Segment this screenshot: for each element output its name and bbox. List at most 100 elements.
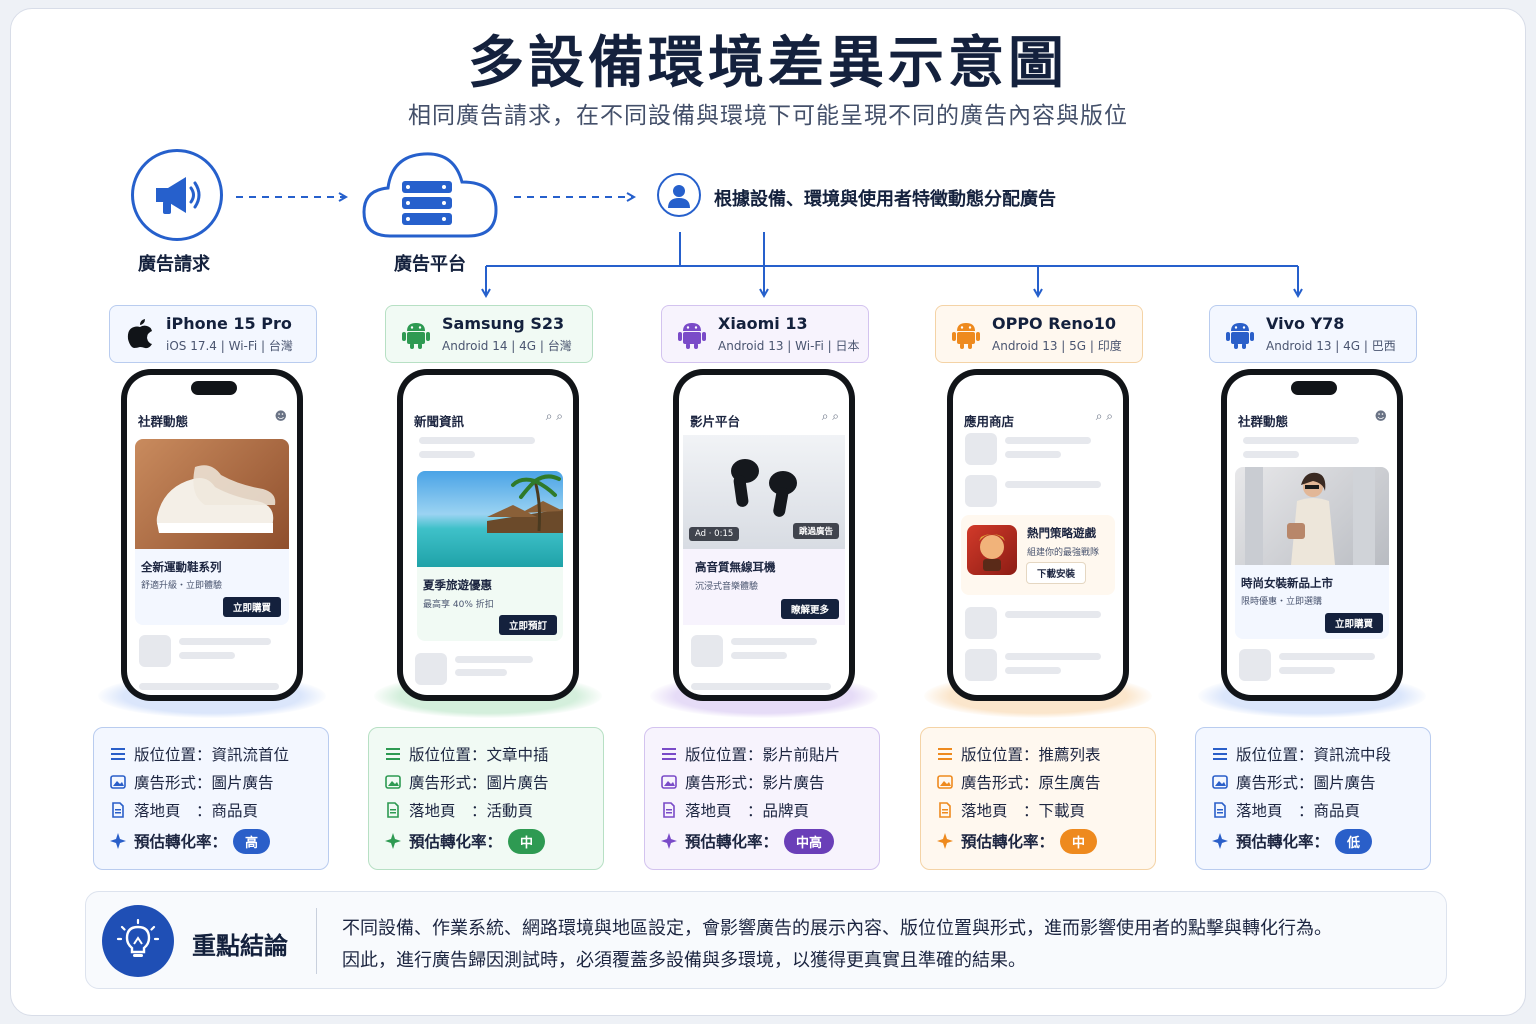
placement-value: 資訊流首位	[211, 746, 290, 764]
placement-label: 版位位置：	[685, 746, 763, 764]
cta-button[interactable]: 立即預訂	[498, 615, 557, 635]
list-icon	[662, 748, 676, 760]
device-meta: Android 14 | 4G | 台灣	[442, 339, 572, 353]
cta-button[interactable]: 下載安裝	[1027, 563, 1086, 583]
list-icon	[386, 748, 400, 760]
image-icon	[385, 775, 401, 789]
search-icon[interactable]: ⌕ ⌕	[821, 409, 839, 423]
conversion-label: 預估轉化率：	[685, 833, 779, 851]
placement-value: 文章中插	[486, 746, 549, 764]
conversion-badge: 高	[233, 828, 271, 854]
phone-oppo: 應用商店 ⌕ ⌕ 熱門策略遊戲 組建你的最強戰隊 下載安裝	[947, 369, 1129, 701]
earbuds-image: Ad · 0:15 跳過廣告	[683, 435, 845, 549]
landing-value: 活動頁	[486, 802, 534, 820]
search-icon[interactable]: ⌕ ⌕	[1095, 409, 1113, 423]
android-icon	[1222, 316, 1258, 352]
page-icon	[112, 802, 124, 818]
sparkle-icon	[385, 833, 401, 849]
placement-value: 資訊流中段	[1313, 746, 1392, 764]
format-row: 廣告形式：原生廣告	[937, 768, 1155, 796]
landing-value: 品牌頁	[762, 802, 810, 820]
conversion-row: 預估轉化率： 高	[110, 824, 328, 858]
phone-vivo: 社群動態 ☻ 時尚女裝新品上市 限時優惠・立即選購 立即購買	[1221, 369, 1403, 701]
device-name: Samsung S23	[442, 314, 565, 333]
landing-label: 落地頁 ：	[685, 802, 763, 820]
format-value: 圖片廣告	[1313, 774, 1376, 792]
placement-row: 版位位置：影片前貼片	[661, 740, 879, 768]
ad-subtitle: 最高享 40% 折扣	[423, 600, 494, 610]
profile-icon[interactable]: ☻	[274, 409, 287, 423]
conclusion-line-2: 因此，進行廣告歸因測試時，必須覆蓋多設備與多環境，以獲得更真實且準確的結果。	[342, 950, 1026, 971]
info-card-samsung: 版位位置：文章中插 廣告形式：圖片廣告 落地頁 ：活動頁 預估轉化率：中	[368, 727, 604, 870]
user-icon	[657, 173, 701, 217]
beach-image	[417, 471, 563, 567]
landing-label: 落地頁 ：	[134, 802, 212, 820]
conversion-badge: 中	[1060, 828, 1098, 854]
ad-unit[interactable]: 熱門策略遊戲 組建你的最強戰隊 下載安裝	[961, 515, 1115, 595]
format-row: 廣告形式：圖片廣告	[1212, 768, 1430, 796]
device-card-oppo: OPPO Reno10 Android 13 | 5G | 印度	[935, 305, 1143, 363]
image-icon	[937, 775, 953, 789]
format-label: 廣告形式：	[409, 774, 487, 792]
conversion-badge: 中高	[784, 828, 835, 854]
device-meta: Android 13 | 5G | 印度	[992, 339, 1122, 353]
format-row: 廣告形式：影片廣告	[661, 768, 879, 796]
conversion-label: 預估轉化率：	[1236, 833, 1330, 851]
ad-subtitle: 舒適升級・立即體驗	[141, 581, 223, 591]
device-card-iphone: iPhone 15 Pro iOS 17.4 | Wi-Fi | 台灣	[109, 305, 317, 363]
placement-row: 版位位置：推薦列表	[937, 740, 1155, 768]
ad-subtitle: 組建你的最強戰隊	[1027, 548, 1100, 558]
ad-title: 熱門策略遊戲	[1027, 526, 1096, 540]
conversion-label: 預估轉化率：	[134, 833, 228, 851]
app-title: 影片平台	[690, 414, 741, 429]
list-icon	[938, 748, 952, 760]
app-title: 社群動態	[1238, 414, 1289, 429]
android-icon	[398, 316, 434, 352]
info-card-oppo: 版位位置：推薦列表 廣告形式：原生廣告 落地頁 ：下載頁 預估轉化率：中	[920, 727, 1156, 870]
conclusion-panel: 重點結論 不同設備、作業系統、網路環境與地區設定，會影響廣告的展示內容、版位位置…	[85, 891, 1447, 989]
cta-button[interactable]: 瞭解更多	[780, 599, 839, 619]
landing-value: 商品頁	[211, 802, 259, 820]
megaphone-icon	[156, 177, 201, 214]
ad-timer-tag: Ad · 0:15	[689, 527, 740, 541]
placement-label: 版位位置：	[961, 746, 1039, 764]
image-icon	[661, 775, 677, 789]
cta-button[interactable]: 立即購買	[1324, 613, 1383, 633]
format-label: 廣告形式：	[1236, 774, 1314, 792]
device-card-vivo: Vivo Y78 Android 13 | 4G | 巴西	[1209, 305, 1417, 363]
cta-button[interactable]: 立即購買	[222, 597, 281, 617]
device-name: OPPO Reno10	[992, 314, 1117, 333]
apple-icon	[122, 316, 158, 352]
phone-iphone: 社群動態 ☻ 全新運動鞋系列 舒適升級・立即體驗 立即購買	[121, 369, 303, 701]
game-image	[967, 525, 1017, 575]
placement-row: 版位位置：資訊流中段	[1212, 740, 1430, 768]
ad-unit[interactable]: 時尚女裝新品上市 限時優惠・立即選購 立即購買	[1235, 467, 1389, 639]
format-value: 原生廣告	[1038, 774, 1101, 792]
ad-platform-cloud-icon	[362, 152, 498, 238]
sparkle-icon	[1212, 833, 1228, 849]
format-value: 影片廣告	[762, 774, 825, 792]
image-icon	[1212, 775, 1228, 789]
app-title: 應用商店	[964, 414, 1015, 429]
info-card-iphone: 版位位置：資訊流首位 廣告形式：圖片廣告 落地頁 ：商品頁 預估轉化率：高	[93, 727, 329, 870]
list-icon	[111, 748, 125, 760]
landing-value: 下載頁	[1038, 802, 1086, 820]
allocation-description: 根據設備、環境與使用者特徵動態分配廣告	[714, 189, 1056, 210]
ad-subtitle: 限時優惠・立即選購	[1241, 597, 1323, 607]
search-icon[interactable]: ⌕ ⌕	[545, 409, 563, 423]
device-card-samsung: Samsung S23 Android 14 | 4G | 台灣	[385, 305, 593, 363]
page-subtitle: 相同廣告請求，在不同設備與環境下可能呈現不同的廣告內容與版位	[408, 103, 1128, 129]
info-card-vivo: 版位位置：資訊流中段 廣告形式：圖片廣告 落地頁 ：商品頁 預估轉化率：低	[1195, 727, 1431, 870]
skip-ad-button[interactable]: 跳過廣告	[792, 523, 839, 539]
ad-unit[interactable]: Ad · 0:15 跳過廣告 高音質無線耳機 沉浸式音樂體驗 瞭解更多	[683, 435, 845, 625]
placement-label: 版位位置：	[409, 746, 487, 764]
profile-icon[interactable]: ☻	[1374, 409, 1387, 423]
landing-row: 落地頁 ：活動頁	[385, 796, 603, 824]
sneaker-image	[135, 439, 289, 549]
conversion-row: 預估轉化率： 中高	[661, 824, 879, 858]
ad-title: 時尚女裝新品上市	[1241, 576, 1333, 590]
placement-row: 版位位置：資訊流首位	[110, 740, 328, 768]
ad-unit[interactable]: 夏季旅遊優惠 最高享 40% 折扣 立即預訂	[417, 471, 563, 641]
ad-unit[interactable]: 全新運動鞋系列 舒適升級・立即體驗 立即購買	[135, 439, 289, 625]
android-icon	[674, 316, 710, 352]
